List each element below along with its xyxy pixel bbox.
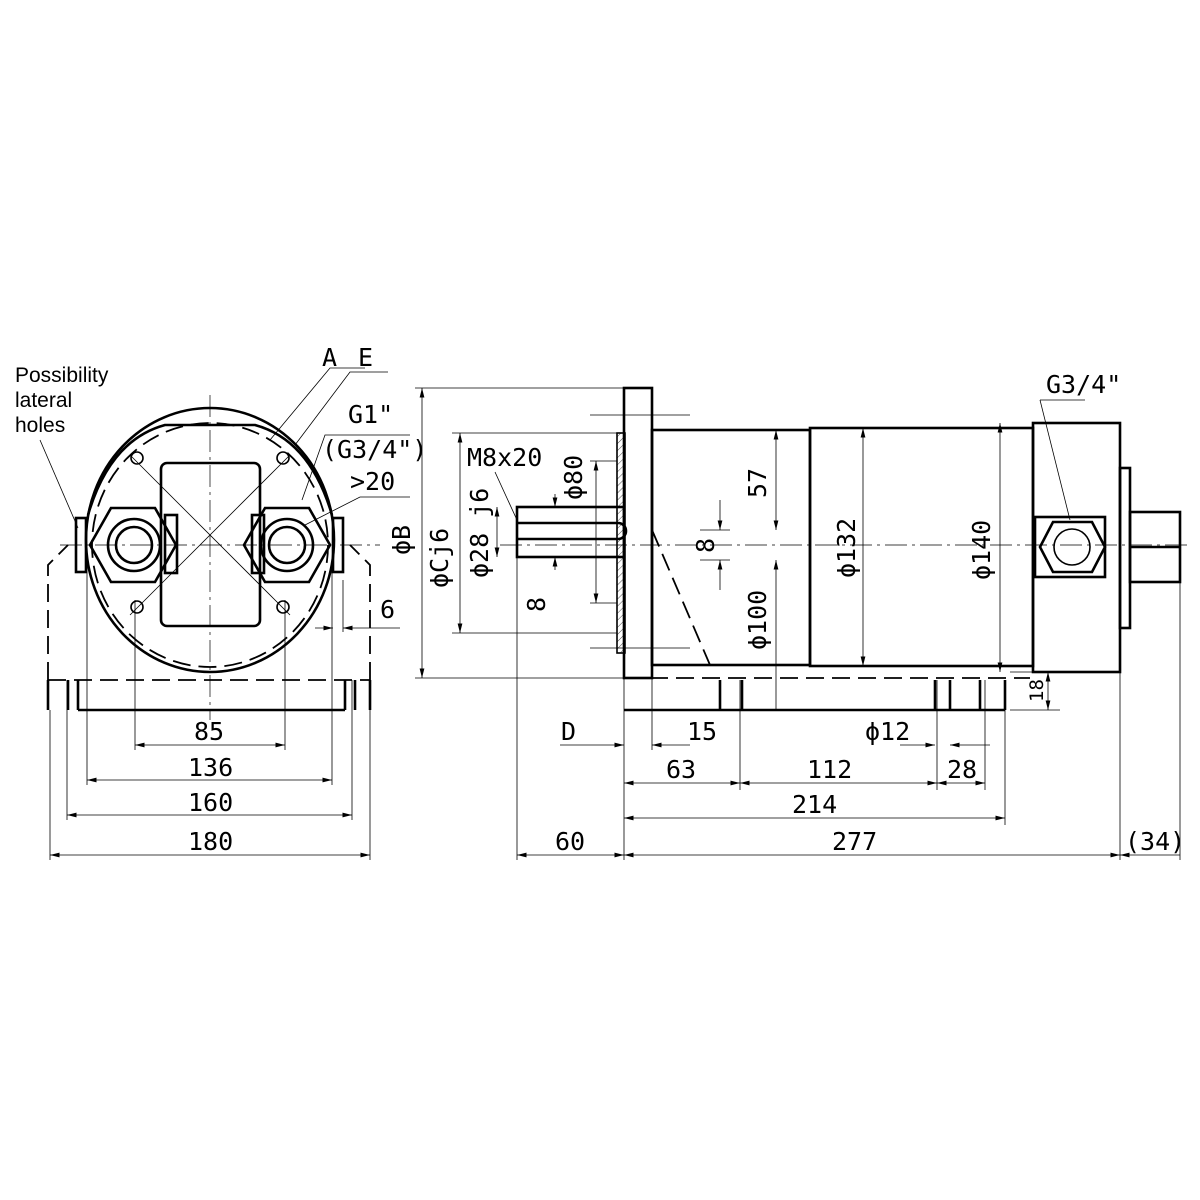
dim-34: (34)	[1125, 827, 1185, 856]
callout-g1: G1"	[348, 400, 393, 429]
dim-phi28: ϕ28 j6	[465, 488, 494, 578]
lateral-holes-note-line1: Possibility	[15, 364, 109, 387]
fitting-left	[88, 506, 179, 584]
end-cap	[1031, 421, 1122, 674]
callout-m8x20: M8x20	[467, 443, 542, 472]
dim-57: 57	[743, 468, 772, 498]
dim-phiC: ϕCj6	[425, 528, 454, 588]
lateral-holes-note-line3: holes	[15, 414, 65, 437]
base-feet	[46, 680, 372, 712]
callout-g34: (G3/4")	[322, 435, 427, 464]
dim-85: 85	[194, 717, 224, 746]
dim-28: 28	[947, 755, 977, 784]
fitting-right	[242, 506, 332, 584]
lateral-holes-note-line2: lateral	[15, 389, 72, 412]
shaft	[515, 505, 626, 559]
front-view: Possibility lateral holes A E G1" (G3/4"…	[15, 343, 427, 860]
dim-8-offset: 8	[691, 538, 720, 553]
dim-136: 136	[188, 753, 233, 782]
dim-phi132: ϕ132	[832, 518, 861, 578]
dim-phi12: ϕ12	[865, 717, 910, 746]
callout-gt20: >20	[350, 467, 395, 496]
dim-phi140: ϕ140	[967, 520, 996, 580]
callout-e: E	[358, 343, 373, 372]
dim-6: 6	[380, 595, 395, 624]
dim-phiB: ϕB	[387, 525, 416, 555]
dim-D: D	[561, 717, 576, 746]
dim-15: 15	[687, 717, 717, 746]
side-base-feet	[624, 680, 1007, 712]
side-view: G3/4" M8x20 ϕCj6 ϕ28 j6 ϕ80 8 8 57 ϕ100 …	[415, 370, 1190, 860]
flange	[622, 386, 654, 680]
dim-18: 18	[1026, 679, 1048, 702]
dim-phi80: ϕ80	[559, 455, 588, 500]
dim-phi100: ϕ100	[743, 590, 772, 650]
dim-214: 214	[792, 790, 837, 819]
bolt-holes	[130, 451, 290, 614]
dim-160: 160	[188, 788, 233, 817]
callout-g34-end: G3/4"	[1046, 370, 1121, 399]
lateral-hole-right	[331, 516, 345, 574]
dim-277: 277	[832, 827, 877, 856]
dim-8-keyway: 8	[522, 597, 551, 612]
motor-body-front	[650, 428, 812, 667]
callout-a: A	[322, 343, 337, 372]
end-fitting-nut	[1033, 510, 1182, 584]
dim-60: 60	[555, 827, 585, 856]
dim-112: 112	[807, 755, 852, 784]
dim-180: 180	[188, 827, 233, 856]
dim-63: 63	[666, 755, 696, 784]
lateral-hole-left	[74, 516, 88, 574]
